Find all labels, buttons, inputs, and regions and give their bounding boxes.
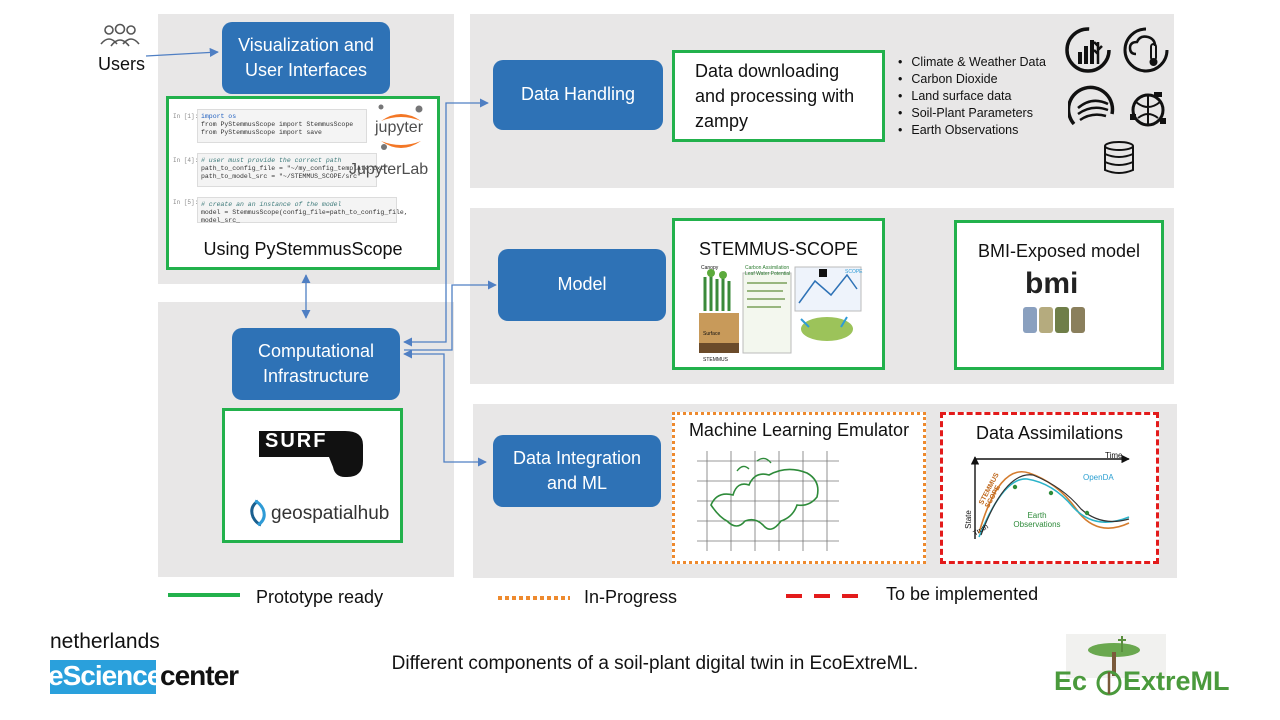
users-arrow xyxy=(145,47,219,57)
legend-progress-label: In-Progress xyxy=(584,587,678,607)
code-line: model = StemmusScope(config_file=path_to… xyxy=(201,209,408,224)
data-assimilation-box[interactable]: Data Assimilations Time State STEMMUS SC… xyxy=(940,412,1159,564)
visualization-box[interactable]: Visualization and User Interfaces xyxy=(222,22,390,94)
code-line: path_to_model_src = "~/STEMMUS_SCOPE/src… xyxy=(201,173,361,180)
zampy-box[interactable]: Data downloading and processing with zam… xyxy=(672,50,885,142)
bmi-logo-icon xyxy=(1023,307,1085,333)
users-icon xyxy=(100,23,140,47)
bmi-model-title: BMI-Exposed model xyxy=(977,241,1141,261)
ecoextreml-logo-extreml: ExtreML xyxy=(1123,666,1230,696)
code-cell-3 xyxy=(197,197,397,223)
data-handling-box[interactable]: Data Handling xyxy=(493,60,663,130)
data-handling-link xyxy=(403,98,489,347)
figure-label: Surface xyxy=(703,331,721,337)
escience-logo-box xyxy=(50,660,156,694)
code-line: # create an an instance of the model xyxy=(201,201,342,208)
cell-prompt-3: In [5]: xyxy=(173,199,199,206)
ml-emulator-box[interactable]: Machine Learning Emulator xyxy=(672,412,926,564)
europe-grid-map-icon xyxy=(697,451,839,551)
plot-x-axis-label: Time xyxy=(1105,451,1123,460)
stemmus-scope-box[interactable]: STEMMUS-SCOPE Canopy Carbon Assimilation… xyxy=(672,218,885,370)
jupyterlab-label: JupyterLab xyxy=(349,161,429,178)
legend-ready-label: Prototype ready xyxy=(256,587,384,607)
legend-todo-label: To be implemented xyxy=(886,584,1039,604)
code-line: # user must provide the correct path xyxy=(201,157,342,164)
code-line: from PyStemmusScope import StemmusScope xyxy=(201,121,354,128)
database-icon xyxy=(1104,141,1134,174)
infrastructure-providers-box[interactable]: SURF geospatialhub xyxy=(222,408,403,543)
jupyter-logo-icon xyxy=(378,104,423,150)
pystemmus-caption: Using PyStemmusScope xyxy=(203,239,403,259)
data-source-item: Land surface data xyxy=(898,88,1046,105)
pystemmus-notebook-box[interactable]: In [1]: import os from PyStemmusScope im… xyxy=(166,96,440,270)
ecoextreml-logo-ec: Ec xyxy=(1054,666,1088,696)
cell-prompt-2: In [4]: xyxy=(173,157,199,164)
assimilation-plot-icon xyxy=(970,454,1130,539)
data-assimilation-title: Data Assimilations xyxy=(975,423,1124,443)
plot-series-openda: OpenDA xyxy=(1083,473,1114,482)
ecoextreml-globe-icon xyxy=(1096,670,1122,696)
data-sources-list: Climate & Weather Data Carbon Dioxide La… xyxy=(898,54,1046,139)
zampy-text: Data downloading and processing with zam… xyxy=(695,61,855,132)
code-line: from PyStemmusScope import save xyxy=(201,129,322,136)
land-surface-icon xyxy=(1068,85,1115,126)
surf-logo-icon xyxy=(259,431,363,477)
earth-observation-icon xyxy=(1130,92,1166,127)
code-cell-2 xyxy=(197,153,377,187)
model-link xyxy=(404,280,497,351)
data-handling-label: Data Handling xyxy=(520,84,636,105)
figure-label: Canopy xyxy=(701,265,719,271)
figure-label: STEMMUS xyxy=(703,357,728,363)
visualization-label: Visualization and User Interfaces xyxy=(238,34,374,80)
data-integration-label: Data Integration and ML xyxy=(512,447,642,493)
crop-chart-icon xyxy=(1065,27,1111,73)
surf-label: SURF xyxy=(265,430,328,452)
figure-label: Leaf Water Potential xyxy=(745,271,791,277)
integration-link xyxy=(403,349,487,467)
computational-infrastructure-box[interactable]: Computational Infrastructure xyxy=(232,328,400,400)
data-source-item: Carbon Dioxide xyxy=(898,71,1046,88)
data-integration-box[interactable]: Data Integration and ML xyxy=(493,435,661,507)
jupyter-label: jupyter xyxy=(375,119,424,136)
code-line: import os xyxy=(201,113,237,120)
data-source-item: Climate & Weather Data xyxy=(898,54,1046,71)
escience-logo-top: netherlands xyxy=(50,630,160,653)
geospatialhub-icon xyxy=(250,499,266,527)
plot-y-axis-label: State xyxy=(963,510,973,529)
ml-emulator-title: Machine Learning Emulator xyxy=(688,420,910,440)
legend-lines xyxy=(168,593,870,600)
figure-label: Carbon Assimilation xyxy=(745,265,790,271)
model-label: Model xyxy=(557,274,607,295)
code-line: path_to_config_file = "~/my_config_templ… xyxy=(201,165,389,172)
cell-prompt-1: In [1]: xyxy=(173,113,199,120)
users-label: Users xyxy=(98,54,146,74)
ecoextreml-tree-icon xyxy=(1066,634,1166,678)
bmi-model-box[interactable]: BMI-Exposed model bmi xyxy=(954,220,1164,370)
bmi-logo-text: bmi xyxy=(1025,267,1079,300)
escience-logo-escience: eScience xyxy=(48,660,162,691)
stemmus-scope-figure-icon xyxy=(699,266,862,354)
figure-label: SCOPE xyxy=(845,269,863,275)
cloud-thermometer-icon xyxy=(1123,27,1169,73)
model-box[interactable]: Model xyxy=(498,249,666,321)
stemmus-scope-title: STEMMUS-SCOPE xyxy=(698,239,858,259)
data-source-item: Soil-Plant Parameters xyxy=(898,105,1046,122)
escience-logo-center: center xyxy=(160,660,239,691)
code-cell-1 xyxy=(197,109,367,143)
plot-series-eo: Earth Observations xyxy=(1013,511,1061,529)
computational-label: Computational Infrastructure xyxy=(257,340,375,386)
geospatialhub-label: geospatialhub xyxy=(271,503,390,524)
figure-caption: Different components of a soil-plant dig… xyxy=(391,653,919,674)
data-source-item: Earth Observations xyxy=(898,122,1046,139)
